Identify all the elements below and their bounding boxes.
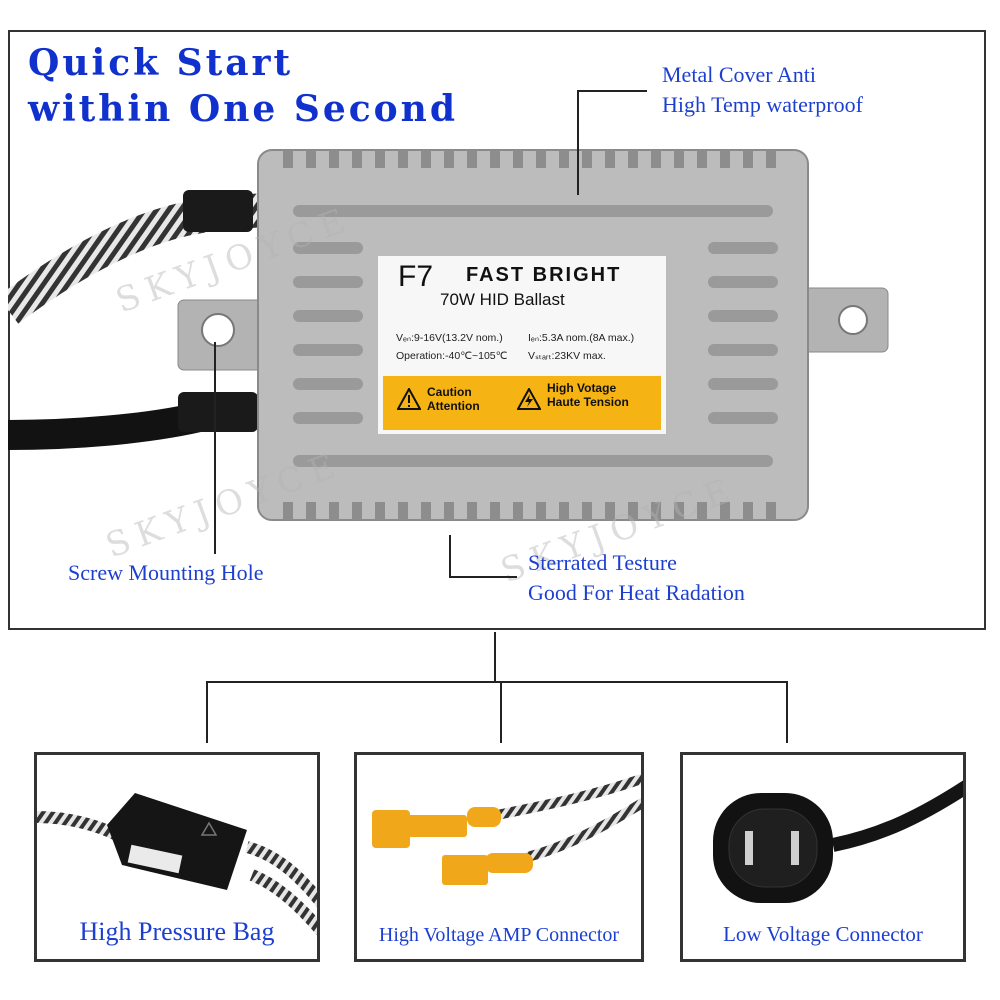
tree-branch-line	[206, 681, 788, 683]
panel-low-voltage-connector: Low Voltage Connector	[680, 752, 966, 962]
tree-drop-left	[206, 681, 208, 743]
warning-strip: Caution Attention High Votage Haute Tens…	[383, 376, 661, 430]
callout-line-serrated-horizontal	[449, 576, 517, 578]
caution-line2: Attention	[427, 399, 480, 413]
label-subtitle: 70W HID Ballast	[440, 290, 565, 309]
spec-vin: Vₑₙ:9-16V(13.2V nom.)	[396, 332, 503, 344]
screw-hole-icon-right	[838, 305, 868, 335]
top-serrations	[283, 150, 776, 168]
screw-hole-callout: Screw Mounting Hole	[68, 560, 264, 585]
hv-line2: Haute Tension	[547, 395, 629, 409]
bottom-serrations	[283, 502, 776, 520]
serrated-line2: Good For Heat Radation	[528, 580, 745, 605]
callout-line-metal-vertical	[577, 90, 579, 195]
amp-connector-illustration	[372, 773, 641, 885]
high-voltage-icon	[517, 388, 541, 410]
pressure-bag-illustration	[37, 793, 317, 936]
metal-cover-callout: Metal Cover Anti High Temp waterproof	[662, 60, 863, 120]
screw-hole-icon	[201, 313, 235, 347]
hv-line1: High Votage	[547, 381, 617, 395]
caution-icon	[397, 388, 421, 410]
low-voltage-connector-illustration	[713, 780, 963, 903]
spec-iin: Iₑₙ:5.3A nom.(8A max.)	[528, 332, 635, 344]
tree-drop-right	[786, 681, 788, 743]
metal-cover-line2: High Temp waterproof	[662, 92, 863, 117]
panel-label-low-voltage: Low Voltage Connector	[723, 922, 923, 946]
serrated-line1: Sterrated Testure	[528, 550, 677, 575]
metal-cover-line1: Metal Cover Anti	[662, 62, 816, 87]
headline-line2: within One Second	[28, 88, 459, 130]
callout-line-metal-horizontal	[577, 90, 647, 92]
callout-line-screw	[214, 342, 216, 554]
label-brand: FAST BRIGHT	[466, 264, 622, 286]
caution-line1: Caution	[427, 385, 472, 399]
spec-vstart: Vₛₜₐᵣₜ:23KV max.	[528, 350, 606, 362]
headline: Quick Start within One Second	[28, 40, 458, 132]
vent-slots	[293, 205, 778, 467]
ballast-label: F7 FAST BRIGHT 70W HID Ballast Vₑₙ:9-16V…	[377, 255, 667, 435]
black-cable-boot	[178, 392, 258, 432]
tree-trunk-line	[494, 632, 496, 682]
cable-boot	[183, 190, 253, 232]
spec-operation: Operation:-40℃~105℃	[396, 350, 508, 362]
tree-drop-middle	[500, 681, 502, 743]
label-model: F7	[398, 260, 434, 293]
panel-label-pressure-bag: High Pressure Bag	[79, 917, 275, 946]
panel-label-amp-connector: High Voltage AMP Connector	[378, 924, 620, 946]
panel-high-pressure-bag: High Pressure Bag	[34, 752, 320, 962]
serrated-callout: Sterrated Testure Good For Heat Radation	[528, 548, 745, 608]
headline-line1: Quick Start	[28, 42, 294, 84]
callout-line-serrated-vertical	[449, 535, 451, 577]
panel-amp-connector: High Voltage AMP Connector	[354, 752, 644, 962]
